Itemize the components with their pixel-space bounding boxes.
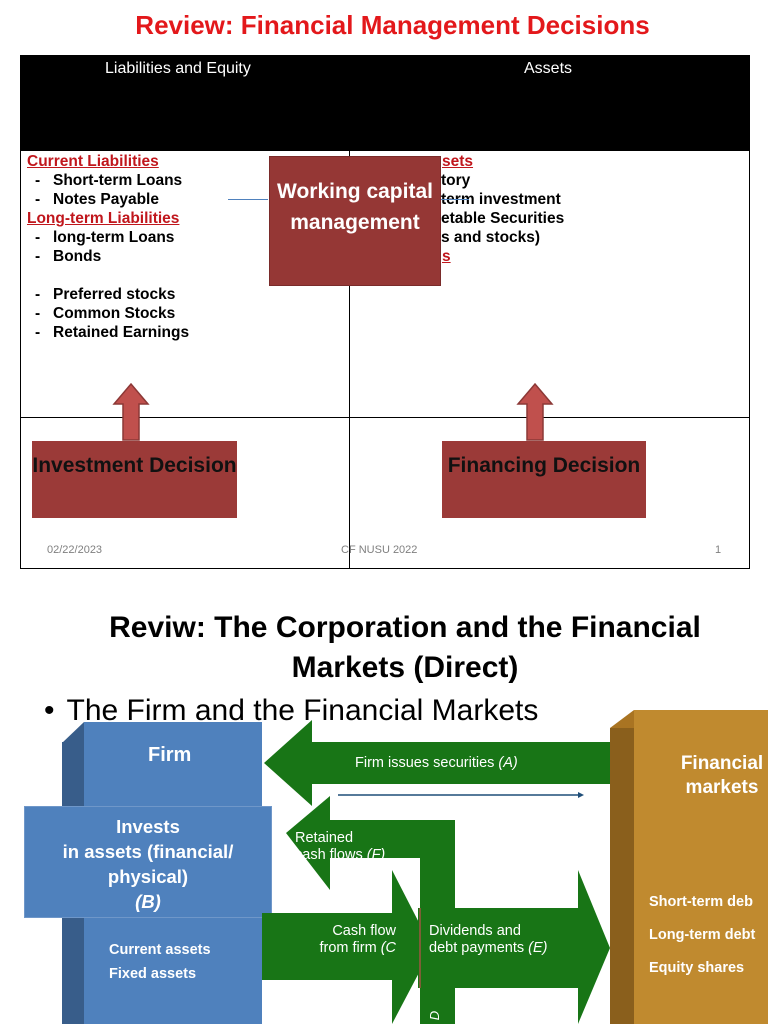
list-item: Equity shares [649, 960, 745, 976]
arrow-e-line2: debt payments [429, 940, 525, 956]
arrow-a-tag: (A) [498, 755, 518, 771]
header-liabilities: Liabilities and Equity [105, 60, 251, 77]
list-item: Retained Earnings [27, 323, 327, 342]
arrow-e-line1: Dividends and [429, 923, 521, 939]
arrow-f-label: Retained cash flows (F) [295, 830, 385, 864]
financing-decision-label: Financing Decision [447, 454, 641, 477]
working-capital-label: Working capital management [277, 180, 433, 234]
invests-line1: Invests [116, 816, 180, 837]
markets-list: Short-term deb Long-term debt Equity sha… [649, 886, 755, 985]
footer-center: CF NUSU 2022 [341, 544, 418, 556]
list-item: long-term Loans [27, 228, 327, 247]
arrow-f-icon [286, 796, 455, 1024]
list-item: Short-term Loans [27, 171, 327, 190]
arrow-f-line1: Retained [295, 830, 354, 846]
arrow-a-icon [264, 720, 610, 806]
financing-decision-box: Financing Decision [442, 441, 646, 518]
list-item: Long-term debt [649, 927, 756, 943]
list-item: Common Stocks [27, 304, 327, 323]
arrow-a-text: Firm issues securities [355, 755, 495, 771]
liabilities-list: Current Liabilities Short-term Loans Not… [27, 152, 327, 342]
bullet-dot-icon: • [44, 694, 55, 727]
connector-line-right [421, 199, 469, 200]
investment-decision-box: Investment Decision [32, 441, 237, 518]
arrow-e-icon [418, 870, 610, 1024]
bullet-text: The Firm and the Financial Markets [66, 694, 539, 727]
current-liabilities-heading: Current Liabilities [27, 153, 159, 170]
arrow-e-tag: (E) [528, 940, 548, 956]
arrow-e-label: Dividends and debt payments (E) [429, 923, 548, 957]
arrow-c-tag: (C [380, 940, 396, 956]
current-assets-heading: sets [442, 153, 474, 170]
invests-line3: physical) [107, 866, 189, 887]
list-item: Current assets [109, 942, 211, 958]
long-term-liabilities-heading: Long-term Liabilities [27, 210, 180, 227]
invests-box [24, 806, 272, 918]
slide2-title: Reviw: The Corporation and the Financial… [109, 611, 701, 684]
arrow-c-label: Cash flow from firm (C [296, 923, 396, 957]
flow-arrows [262, 720, 610, 1024]
footer-date: 02/22/2023 [47, 544, 103, 556]
markets-block-top [610, 710, 634, 728]
slide1-title: Review: Financial Management Decisions [135, 10, 650, 40]
financial-markets-block [634, 710, 768, 1024]
list-item: etable Securities [441, 210, 565, 227]
financial-markets-title: Financial markets [674, 752, 768, 800]
invests-line2: in assets (financial/ [62, 841, 234, 862]
list-item: Short-term deb [649, 894, 753, 910]
assets-list: sets tory term investment etable Securit… [351, 152, 741, 266]
investment-decision-label: Investment Decision [32, 454, 237, 477]
firm-title: Firm [148, 744, 192, 766]
arrow-f-tag: (F) [366, 847, 386, 863]
arrow-c-icon [262, 870, 432, 1024]
markets-block-side [610, 728, 634, 1024]
list-item: tory [441, 172, 471, 189]
arrow-d-tag: D [427, 1010, 443, 1021]
arrow-c-line1: Cash flow [332, 923, 396, 939]
up-arrow-right-icon [516, 382, 554, 441]
list-item: Bonds [27, 247, 327, 266]
arrow-c-line2: from firm [319, 940, 377, 956]
up-arrow-left-icon [112, 382, 150, 441]
working-capital-box: Working capital management [269, 156, 441, 286]
connector-line-left [228, 199, 268, 200]
list-item: Preferred stocks [27, 285, 327, 304]
list-item: Fixed assets [109, 966, 197, 982]
footer-page: 1 [715, 544, 722, 556]
bullet-item: • The Firm and the Financial Markets [44, 694, 538, 728]
arrow-a-label: Firm issues securities (A) [355, 755, 518, 771]
financial-markets-line1: Financial [680, 753, 764, 774]
list-item: term investment [441, 191, 561, 208]
invests-tag: (B) [135, 891, 161, 912]
financial-markets-line2: markets [685, 777, 759, 798]
arrow-f-line2: cash flows [295, 847, 363, 863]
header-assets: Assets [524, 60, 573, 77]
fixed-assets-heading: s [442, 248, 451, 265]
firm-block-top [62, 722, 84, 743]
table-header: Liabilities and Equity Assets [21, 56, 749, 151]
table-vertical-divider [349, 151, 350, 568]
table-horizontal-divider [21, 417, 749, 418]
list-item: s and stocks) [441, 229, 541, 246]
invests-text: Invests in assets (financial/ physical) … [24, 814, 272, 914]
list-item: Notes Payable [27, 190, 327, 209]
firm-assets-list: Current assets Fixed assets [109, 938, 211, 986]
